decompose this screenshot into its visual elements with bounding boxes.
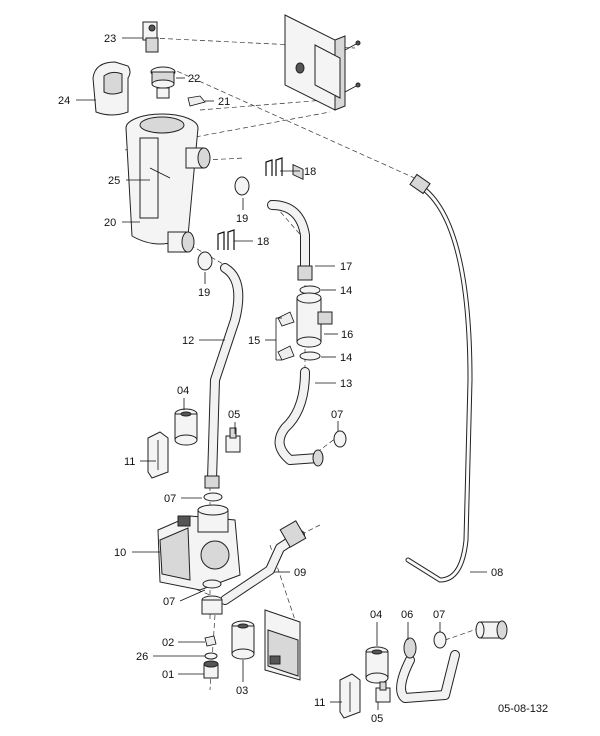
connection-fitting — [475, 620, 508, 640]
part-16-valve-body — [296, 292, 333, 348]
label-07-far-right: 07 — [433, 609, 445, 621]
part-05-clip-b — [375, 681, 391, 703]
label-10: 10 — [114, 547, 126, 559]
label-18-lower: 18 — [257, 236, 269, 248]
label-16: 16 — [341, 329, 353, 341]
part-04-sleeve-a — [174, 408, 198, 446]
part-07-oring-c — [202, 579, 222, 589]
part-18-clip-upper — [265, 157, 283, 176]
label-02: 02 — [162, 637, 174, 649]
part-06-pipe — [396, 637, 460, 703]
label-12: 12 — [182, 335, 194, 347]
label-20: 20 — [104, 217, 116, 229]
part-15-clips — [277, 311, 295, 361]
label-26: 26 — [136, 651, 148, 663]
part-10-pump — [157, 504, 241, 591]
part-03-sleeve — [231, 620, 255, 660]
label-19-lower: 19 — [198, 287, 210, 299]
label-06: 06 — [401, 609, 413, 621]
label-09: 09 — [294, 567, 306, 579]
label-11-left: 11 — [124, 456, 135, 468]
part-07-oring-d — [433, 631, 447, 649]
label-07-lower: 07 — [163, 596, 175, 608]
label-04-right: 04 — [370, 609, 382, 621]
callout-leaders — [76, 37, 487, 710]
mounting-bracket — [284, 14, 361, 181]
label-18-upper: 18 — [304, 166, 316, 178]
label-04-left: 04 — [177, 385, 189, 397]
part-24-insulation-cap — [92, 61, 131, 116]
part-09-pipe — [220, 520, 307, 605]
label-21: 21 — [218, 96, 230, 108]
part-07-oring-b — [203, 492, 223, 502]
label-14-lower: 14 — [340, 352, 352, 364]
label-05-left: 05 — [228, 409, 240, 421]
part-08-flexible-hose — [405, 173, 473, 583]
part-12-pipe — [204, 263, 244, 489]
label-24: 24 — [58, 95, 70, 107]
label-14-upper: 14 — [340, 285, 352, 297]
part-18-clip-lower — [217, 229, 235, 250]
part-17-pipe — [267, 200, 313, 281]
callout-labels: 23 24 22 21 25 18 19 20 18 17 19 14 12 1… — [58, 33, 503, 725]
label-01: 01 — [162, 669, 174, 681]
drawing-code: 05-08-132 — [498, 703, 548, 715]
label-17: 17 — [340, 261, 352, 273]
label-05-right: 05 — [371, 713, 383, 725]
part-26-oring — [204, 652, 218, 660]
pump-outlet-adaptor — [201, 595, 223, 615]
part-23-vent-valve — [142, 21, 159, 53]
label-11-right: 11 — [314, 697, 325, 709]
part-13-pipe — [274, 367, 324, 467]
part-19-oring-upper — [234, 176, 250, 196]
part-22-air-vent — [150, 66, 176, 99]
part-19-oring-lower — [197, 251, 213, 271]
part-14-oring-lower — [299, 351, 321, 361]
wall-bracket-lower — [264, 609, 301, 681]
part-11-bracket-b — [339, 673, 361, 719]
label-07-mid: 07 — [164, 493, 176, 505]
label-13: 13 — [340, 378, 352, 390]
label-25: 25 — [108, 175, 120, 187]
label-03: 03 — [236, 685, 248, 697]
label-08: 08 — [491, 567, 503, 579]
part-20-separator-body — [125, 113, 211, 253]
label-19-upper: 19 — [236, 213, 248, 225]
label-15: 15 — [248, 335, 260, 347]
part-04-sleeve-b — [365, 646, 389, 684]
label-22: 22 — [188, 73, 200, 85]
part-11-bracket-a — [147, 431, 169, 479]
part-21-clip — [187, 95, 206, 107]
label-07-right: 07 — [331, 409, 343, 421]
part-02-clip — [204, 635, 217, 647]
part-05-clip-a — [225, 427, 241, 453]
part-07-oring-a — [333, 430, 347, 448]
part-01-drain-valve — [203, 660, 219, 679]
label-23: 23 — [104, 33, 116, 45]
